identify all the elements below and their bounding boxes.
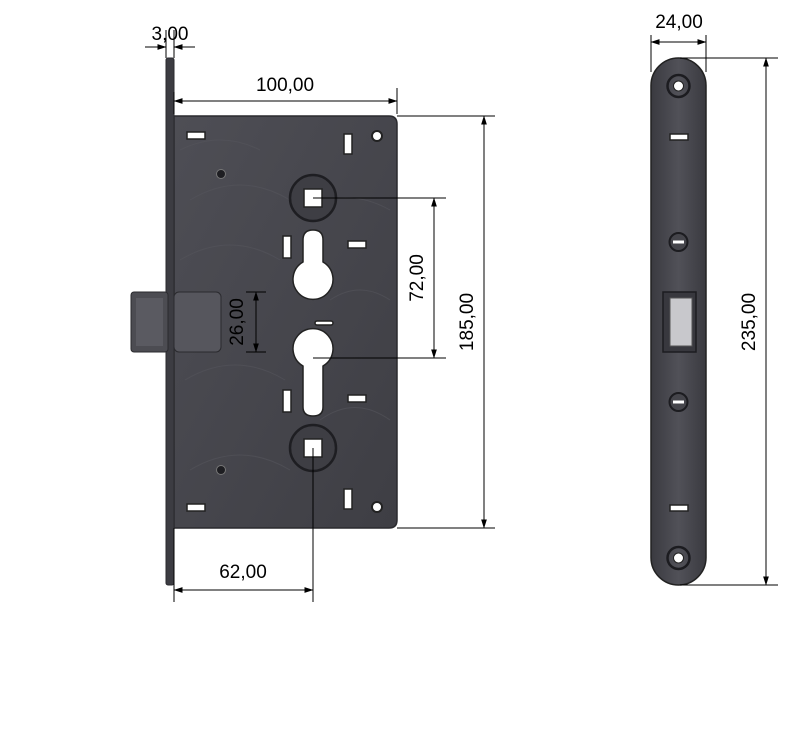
faceplate-slot xyxy=(669,504,689,512)
faceplate-latch-opening xyxy=(662,291,697,353)
mount-dot xyxy=(216,465,226,475)
dim-faceplate-height: 235,00 xyxy=(739,293,760,351)
faceplate-view xyxy=(650,57,707,586)
dim-faceplate-thickness: 3,00 xyxy=(152,24,189,45)
dim-latch-bolt-height: 26,00 xyxy=(227,298,248,346)
faceplate-screw-mid-lower xyxy=(668,392,689,412)
mount-dot xyxy=(216,169,226,179)
dim-case-height: 185,00 xyxy=(457,293,478,351)
dim-faceplate-width: 24,00 xyxy=(655,12,703,33)
dim-backset-width: 100,00 xyxy=(256,75,314,96)
faceplate-screw-top xyxy=(666,73,691,99)
screw-hole xyxy=(371,501,383,513)
faceplate-slot xyxy=(669,133,689,141)
latch-bolt xyxy=(130,291,222,353)
side-dimensions xyxy=(650,35,778,586)
dim-backset: 62,00 xyxy=(219,562,267,583)
faceplate-screw-bottom xyxy=(666,545,691,571)
front-view xyxy=(130,57,398,586)
lock-case xyxy=(173,115,398,529)
side-dimension-labels: 24,00 235,00 xyxy=(655,12,760,351)
screw-hole xyxy=(371,130,383,142)
profile-cylinder-cutout xyxy=(292,328,334,417)
front-dimension-labels: 3,00 100,00 185,00 72,00 26,00 62,00 xyxy=(152,24,478,583)
slot-group xyxy=(186,131,367,512)
faceplate-screw-mid-upper xyxy=(668,232,689,252)
dim-center-distance: 72,00 xyxy=(407,254,428,302)
keyhole-upper xyxy=(292,229,334,300)
front-dimensions xyxy=(145,30,495,602)
